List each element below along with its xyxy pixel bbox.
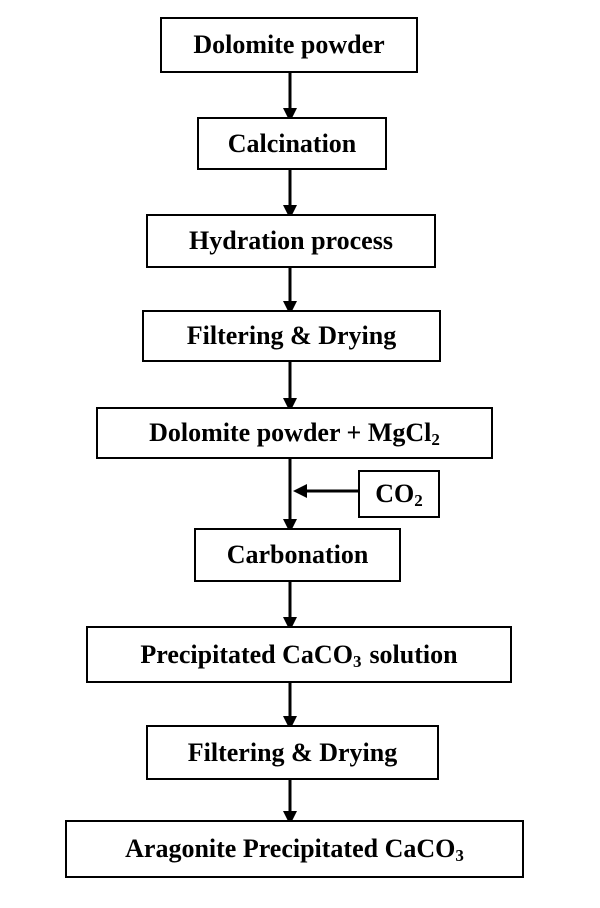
step-aragonite: Aragonite Precipitated CaCO3 [65,820,524,878]
step-filtering-drying-1: Filtering & Drying [142,310,441,362]
step-calcination: Calcination [197,117,387,170]
step-label: Carbonation [227,540,369,570]
step-label: Calcination [228,129,357,159]
input-label: CO [375,479,414,509]
step-label: Hydration process [189,226,393,256]
step-label: Aragonite Precipitated CaCO [125,834,455,864]
step-carbonation: Carbonation [194,528,401,582]
step-hydration-process: Hydration process [146,214,436,268]
step-label: Dolomite powder [193,30,384,60]
step-filtering-drying-2: Filtering & Drying [146,725,439,780]
subscript: 2 [431,430,440,450]
step-dolomite-mgcl2: Dolomite powder + MgCl2 [96,407,493,459]
subscript: 2 [414,491,423,511]
subscript: 3 [353,652,362,672]
step-label: Filtering & Drying [187,321,396,351]
subscript: 3 [455,846,464,866]
input-co2: CO2 [358,470,440,518]
step-precipitated-solution: Precipitated CaCO3 solution [86,626,512,683]
step-label: Dolomite powder + MgCl [149,418,431,448]
step-label: Precipitated CaCO [140,640,353,670]
step-label-suffix: solution [369,640,457,670]
step-dolomite-powder: Dolomite powder [160,17,418,73]
step-label: Filtering & Drying [188,738,397,768]
